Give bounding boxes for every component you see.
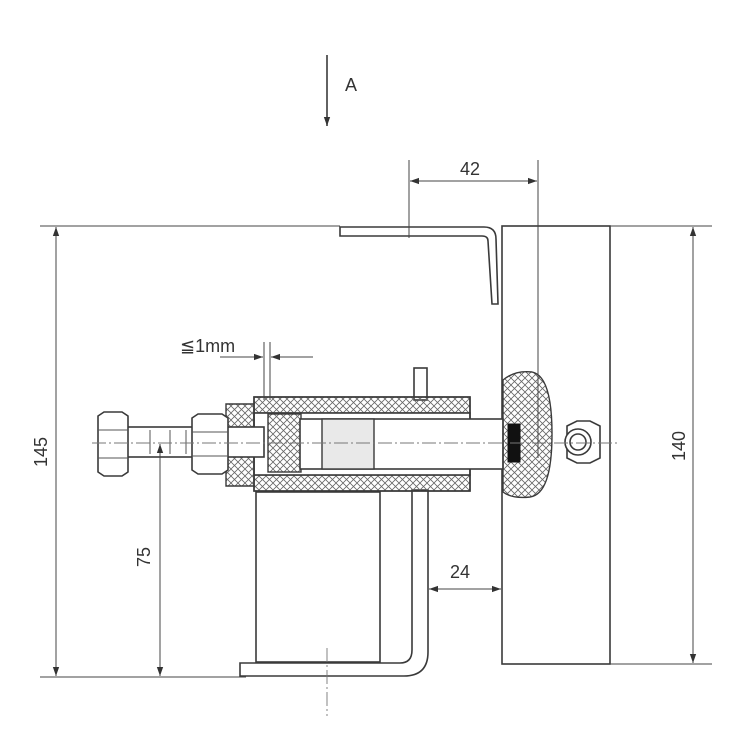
dimension-plate-height xyxy=(610,225,712,665)
dimension-total-height xyxy=(40,225,340,678)
view-label: A xyxy=(345,75,357,95)
rubber-pad xyxy=(502,370,553,499)
plate-nut xyxy=(564,420,601,464)
dimension-top-width xyxy=(408,160,539,458)
top-hook-bracket xyxy=(339,226,499,305)
dimension-gap-label: ≦1mm xyxy=(180,336,235,356)
dimension-leg-offset-label: 24 xyxy=(450,562,470,582)
dimension-gap xyxy=(220,342,313,400)
dimension-top-width-label: 42 xyxy=(460,159,480,179)
dimension-plate-height-label: 140 xyxy=(669,431,689,461)
lock-nut xyxy=(191,413,229,475)
lower-frame xyxy=(239,489,429,677)
dimension-bolt-height-label: 75 xyxy=(134,547,154,567)
locating-pin xyxy=(413,367,428,401)
piston-head xyxy=(321,418,375,470)
thread-lines xyxy=(149,430,187,454)
bolt-head xyxy=(97,411,129,477)
dimension-total-height-label: 145 xyxy=(31,437,51,467)
